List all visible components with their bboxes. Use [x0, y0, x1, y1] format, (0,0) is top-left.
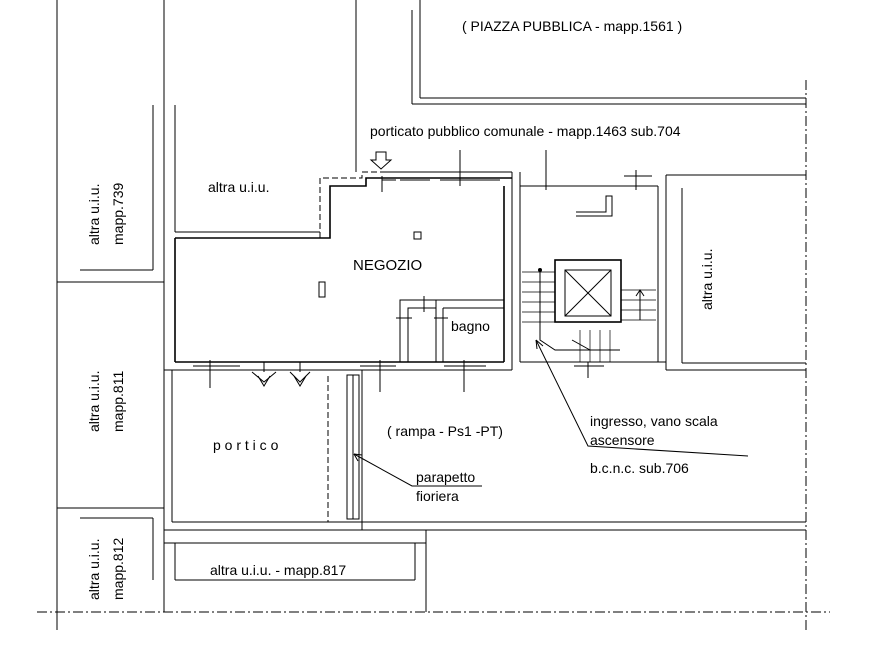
label-altra-uiu-817: altra u.i.u. - mapp.817 [210, 562, 346, 578]
entrance-arrow-icon [369, 151, 393, 170]
label-negozio: NEGOZIO [353, 257, 422, 274]
label-bcnc: b.c.n.c. sub.706 [590, 460, 689, 476]
parcel-boundaries [37, 0, 830, 630]
label-parapetto-1: parapetto [416, 469, 475, 485]
label-bagno: bagno [451, 318, 490, 334]
label-altra-uiu-right: altra u.i.u. [699, 249, 715, 310]
label-left-739-a: altra u.i.u. [86, 184, 102, 245]
leader-lines [353, 339, 749, 487]
plan-labels: ( PIAZZA PUBBLICA - mapp.1561 ) porticat… [86, 18, 718, 600]
portico-door-swings [251, 362, 311, 387]
label-rampa: ( rampa - Ps1 -PT) [387, 423, 503, 439]
label-left-811-b: mapp.811 [110, 371, 126, 432]
label-left-739-b: mapp.739 [110, 183, 126, 245]
label-ingresso-2: ascensore [590, 432, 655, 448]
negozio-walls [164, 150, 513, 392]
label-parapetto-2: fioriera [416, 488, 459, 504]
label-altra-uiu-top: altra u.i.u. [208, 179, 269, 195]
label-piazza: ( PIAZZA PUBBLICA - mapp.1561 ) [462, 18, 682, 34]
label-porticato: porticato pubblico comunale - mapp.1463 … [370, 123, 681, 139]
stair-elevator-block [519, 150, 667, 378]
label-ingresso-1: ingresso, vano scala [590, 413, 718, 429]
label-portico: p o r t i c o [213, 437, 279, 453]
label-left-812-a: altra u.i.u. [86, 539, 102, 600]
label-left-811-a: altra u.i.u. [86, 371, 102, 432]
portico-area [171, 370, 362, 523]
label-left-812-b: mapp.812 [110, 538, 126, 600]
